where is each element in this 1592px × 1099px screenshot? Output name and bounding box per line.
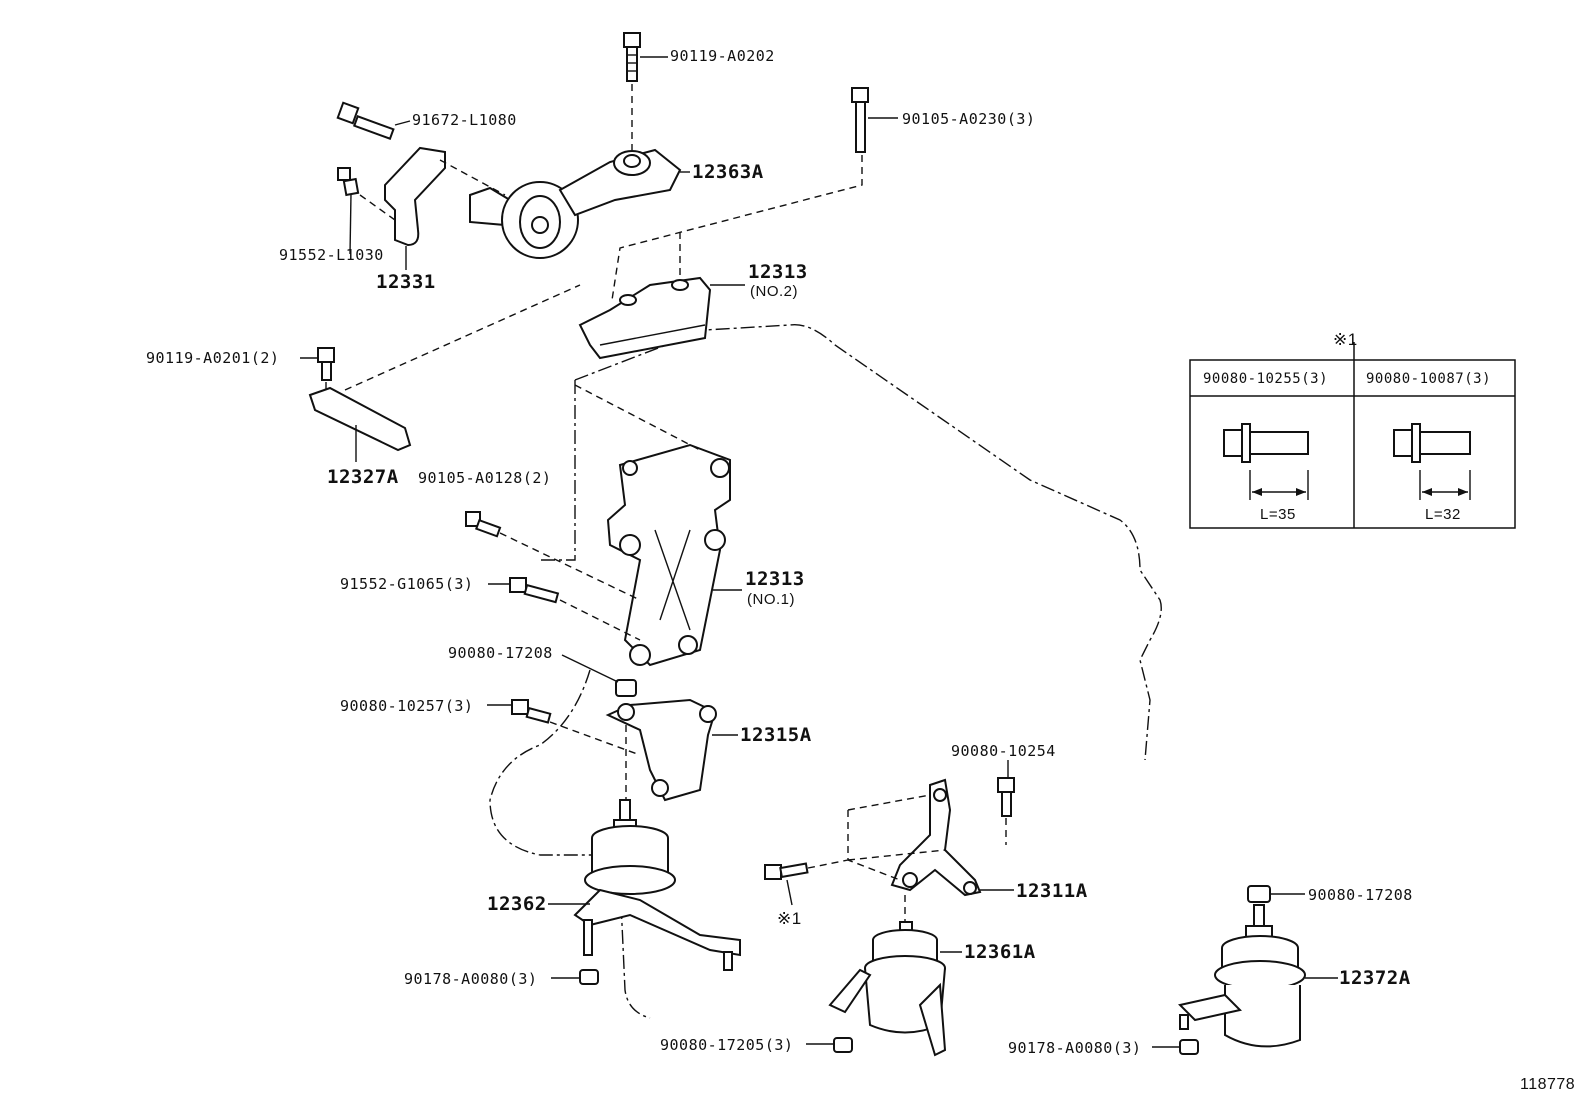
label-90119-a0201: 90119-A0201(2)	[146, 349, 280, 367]
label-90080-10257: 90080-10257(3)	[340, 697, 474, 715]
label-90105-a0128: 90105-A0128(2)	[418, 469, 552, 487]
label-90080-17208-a: 90080-17208	[448, 644, 553, 662]
mount-12361a	[828, 921, 947, 1057]
reference-table-mark: ※1	[1333, 330, 1358, 349]
bolt-90080-10255-drawing	[1223, 423, 1309, 500]
bolt-90080-10087-drawing	[1393, 423, 1471, 500]
label-12327a: 12327A	[327, 466, 399, 488]
bolt-90105-a0230	[851, 87, 869, 153]
label-12362: 12362	[487, 893, 547, 915]
label-12313-no1-sub: (NO.1)	[747, 591, 795, 608]
label-12361a: 12361A	[964, 941, 1036, 963]
label-90080-10254: 90080-10254	[951, 742, 1056, 760]
diagram-id: 118778	[1520, 1076, 1576, 1093]
bracket-12313-no1	[606, 443, 731, 667]
label-12313-no2-sub: (NO.2)	[750, 283, 798, 300]
label-12315a: 12315A	[740, 724, 812, 746]
label-12313-no2: 12313	[748, 261, 808, 283]
nut-90178-a0080-b	[1179, 1039, 1199, 1055]
bracket-12313-no2	[578, 276, 712, 360]
bracket-12315a	[605, 698, 717, 802]
label-12363a: 12363A	[692, 161, 764, 183]
nut-90080-17205	[833, 1037, 853, 1053]
label-90178-a0080-b: 90178-A0080(3)	[1008, 1039, 1142, 1057]
bolt-90119-a0202	[623, 32, 641, 82]
reference-table-header-1: 90080-10255(3)	[1203, 371, 1329, 387]
reference-table-header-2: 90080-10087(3)	[1366, 371, 1492, 387]
bolt-ref-mark-1	[764, 862, 809, 880]
label-90119-a0202: 90119-A0202	[670, 47, 775, 65]
bolt-91672-l1080	[336, 101, 395, 140]
label-12313-no1: 12313	[745, 568, 805, 590]
bolt-90080-10257	[511, 699, 552, 724]
reference-table-length-2: L=32	[1425, 506, 1461, 523]
mount-12372a	[1178, 904, 1306, 1048]
mount-12362	[573, 799, 741, 971]
bolt-91552-g1065	[509, 577, 560, 604]
bolt-90080-10254	[997, 777, 1015, 817]
bracket-12311a	[890, 778, 982, 897]
engine-outline-left	[540, 380, 576, 561]
bolt-90105-a0128	[465, 511, 502, 538]
bolt-90119-a0201	[317, 347, 335, 381]
label-90105-a0230: 90105-A0230(3)	[902, 110, 1036, 128]
transmission-outline	[489, 669, 651, 1019]
bolt-91552-l1030	[337, 167, 360, 197]
label-91552-l1030: 91552-L1030	[279, 246, 384, 264]
nut-90178-a0080-a	[579, 969, 599, 985]
reference-table-length-1: L=35	[1260, 506, 1296, 523]
label-90080-17208-b: 90080-17208	[1308, 886, 1413, 904]
engine-outline	[574, 323, 1162, 761]
label-ref-mark-bolt: ※1	[777, 909, 802, 928]
mount-12363a	[469, 148, 682, 259]
label-12331: 12331	[376, 271, 436, 293]
label-90080-17205: 90080-17205(3)	[660, 1036, 794, 1054]
bracket-12331	[384, 146, 446, 247]
label-12372a: 12372A	[1339, 967, 1411, 989]
label-91672-l1080: 91672-L1080	[412, 111, 517, 129]
label-90178-a0080-a: 90178-A0080(3)	[404, 970, 538, 988]
label-91552-g1065: 91552-G1065(3)	[340, 575, 474, 593]
bracket-12327a	[308, 386, 412, 452]
label-12311a: 12311A	[1016, 880, 1088, 902]
nut-90080-17208-a	[615, 679, 637, 697]
nut-90080-17208-b	[1247, 885, 1271, 903]
